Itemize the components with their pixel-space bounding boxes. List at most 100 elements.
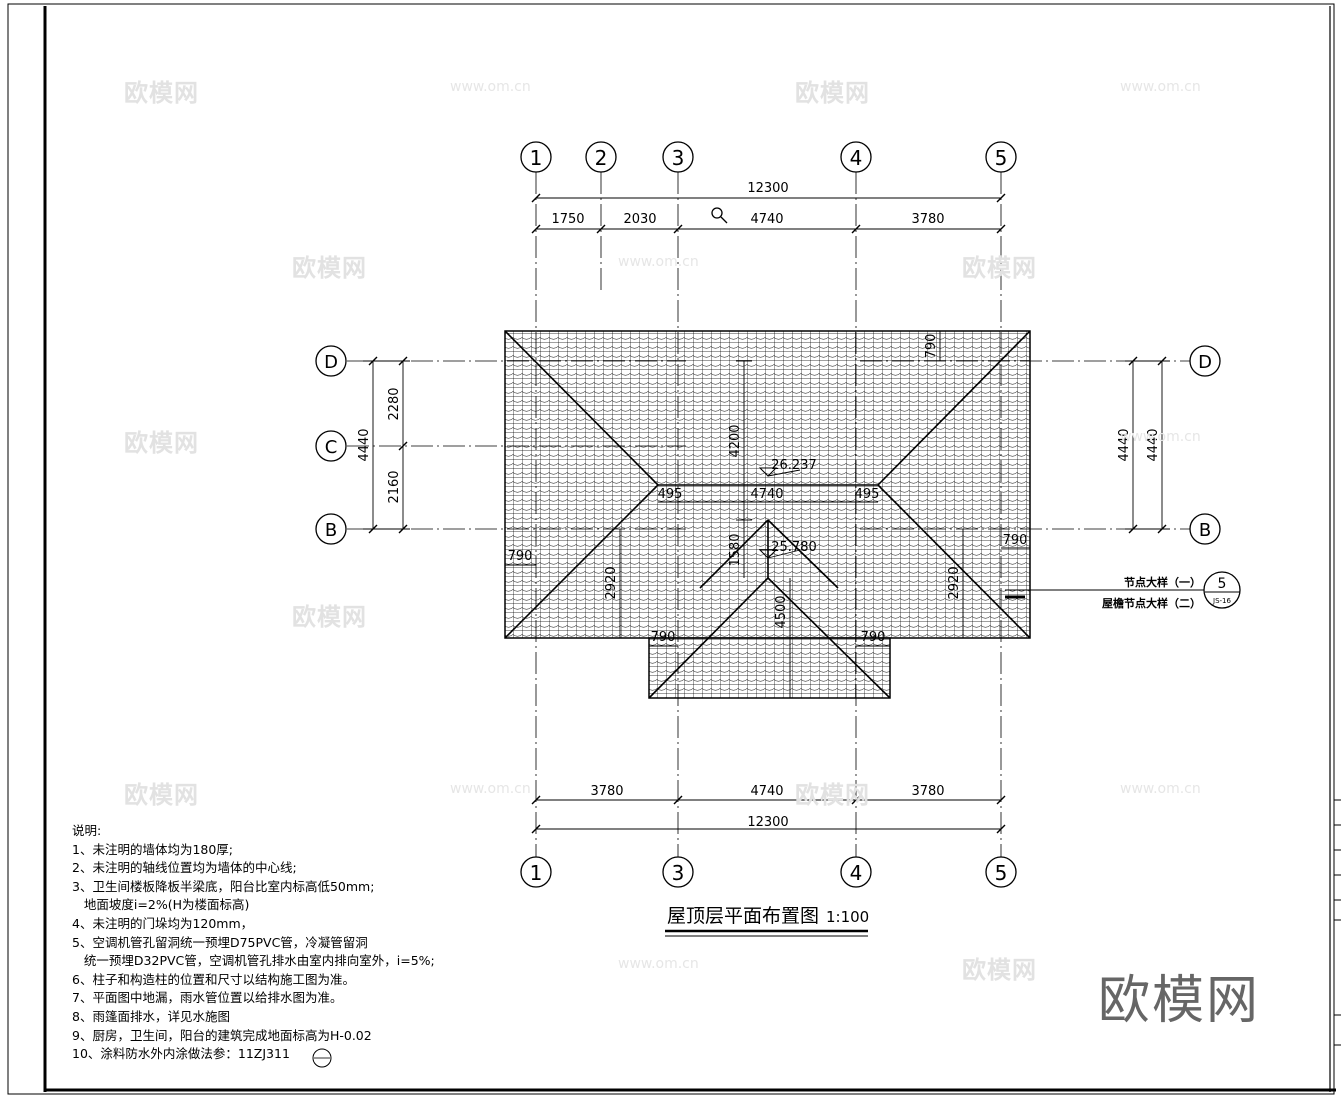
axis-label-bottom-4: 4	[850, 861, 863, 885]
axis-bubble-top-2	[585, 141, 617, 173]
dim-overhang-front-right: 790	[861, 630, 886, 645]
hip-lines	[504, 330, 1031, 699]
brand-watermark: 欧模网	[1098, 971, 1261, 1031]
axis-label-top-3: 3	[672, 146, 685, 170]
dim-roof-4500: 4500	[774, 595, 789, 628]
axis-label-right-B: B	[1199, 520, 1211, 541]
watermark-logo: 欧模网	[795, 79, 870, 107]
note-item: 9、厨房，卫生间，阳台的建筑完成地面标高为H-0.02	[72, 1027, 372, 1043]
dim-right-outer: 4440	[1117, 428, 1132, 461]
axis-label-top-2: 2	[595, 146, 608, 170]
dim-roof-495-right: 495	[855, 487, 880, 502]
dim-left-seg-2: 2160	[387, 470, 402, 503]
dim-overhang-top: 790	[924, 334, 939, 359]
axis-label-left-B: B	[325, 520, 337, 541]
watermark-logo: 欧模网	[292, 254, 367, 282]
dim-top-seg-2: 2030	[623, 212, 656, 227]
drawing-scale: 1:100	[826, 908, 869, 926]
axis-label-bottom-5: 5	[995, 861, 1008, 885]
dim-bottom-seg-2: 4740	[750, 784, 783, 799]
dim-top-total: 12300	[747, 181, 788, 196]
axis-bubble-bottom-4	[840, 856, 872, 888]
note-item: 地面坡度i=2%(H为楼面标高)	[72, 897, 250, 913]
axis-bubble-bottom-3	[662, 856, 694, 888]
notes-heading: 说明:	[72, 823, 102, 838]
watermark-logo: 欧模网	[795, 781, 870, 809]
dim-bottom-total: 12300	[747, 815, 788, 830]
note-item: 1、未注明的墙体均为180厚;	[72, 841, 234, 857]
dim-roof-4200: 4200	[728, 424, 743, 457]
note-item: 5、空调机管孔留洞统一预埋D75PVC管，冷凝管留洞	[72, 934, 368, 950]
axis-label-top-1: 1	[530, 146, 543, 170]
dimension-lines	[363, 197, 1170, 830]
watermark-logo: 欧模网	[124, 781, 199, 809]
dim-overhang-left: 790	[508, 549, 533, 564]
axis-label-top-5: 5	[995, 146, 1008, 170]
note-item: 10、涂料防水外内涂做法参：11ZJ311	[72, 1046, 290, 1062]
watermark-logo: 欧模网	[962, 956, 1037, 984]
dim-overhang-right: 790	[1003, 533, 1028, 548]
detail-callout-line2: 屋檐节点大样（二）	[1102, 596, 1201, 610]
magnifier-icon	[711, 207, 728, 224]
roof-plan	[504, 330, 1031, 699]
drawing-title: 屋顶层平面布置图	[667, 905, 819, 927]
watermark-url: www.om.cn	[450, 781, 531, 797]
dim-roof-2920-right: 2920	[947, 566, 962, 599]
note-item: 4、未注明的门垛均为120mm，	[72, 915, 254, 931]
elevation-markers	[758, 467, 778, 559]
watermark-url: www.om.cn	[1120, 79, 1201, 95]
note-item: 8、雨篷面排水，详见水施图	[72, 1008, 230, 1024]
dim-top-seg-4: 3780	[911, 212, 944, 227]
axis-bubble-left-D	[315, 345, 347, 377]
axis-bubbles	[315, 141, 1221, 888]
watermark-logo: 欧模网	[962, 254, 1037, 282]
axis-label-top-4: 4	[850, 146, 863, 170]
dim-bottom-seg-3: 3780	[911, 784, 944, 799]
watermark-logo: 欧模网	[124, 79, 199, 107]
axis-label-right-D: D	[1198, 352, 1212, 373]
axis-bubble-top-4	[840, 141, 872, 173]
axis-bubble-top-1	[520, 141, 552, 173]
axis-label-bottom-1: 1	[530, 861, 543, 885]
note-item: 统一预埋D32PVC管，空调机管孔排水由室内排向室外，i=5%;	[72, 953, 435, 969]
axis-bubble-top-5	[985, 141, 1017, 173]
front-roof	[648, 637, 891, 699]
dim-overhang-front-left: 790	[651, 630, 676, 645]
watermark-logo: 欧模网	[292, 603, 367, 631]
axis-bubble-left-C	[315, 430, 347, 462]
axis-label-bottom-3: 3	[672, 861, 685, 885]
dim-roof-1580: 1580	[728, 533, 743, 566]
watermark-url: www.om.cn	[1120, 429, 1201, 445]
dim-roof-495-left: 495	[658, 487, 683, 502]
axis-bubble-left-B	[315, 513, 347, 545]
dim-roof-4740: 4740	[750, 487, 783, 502]
elevation-ridge-front: 25.780	[771, 540, 817, 555]
sheet-frame	[7, 3, 1341, 1095]
dim-top-seg-1: 1750	[551, 212, 584, 227]
dim-top-seg-3: 4740	[750, 212, 783, 227]
dim-right-inner: 4440	[1146, 428, 1161, 461]
detail-callout-sheet: JS-16	[1212, 597, 1231, 605]
axis-label-left-D: D	[324, 352, 338, 373]
axis-bubble-bottom-1	[520, 856, 552, 888]
axis-bubble-right-B	[1189, 513, 1221, 545]
axis-bubble-bottom-5	[985, 856, 1017, 888]
dim-bottom-seg-1: 3780	[590, 784, 623, 799]
watermark-logo: 欧模网	[124, 429, 199, 457]
dimension-ticks	[368, 193, 1167, 834]
general-notes: 说明: 1、未注明的墙体均为180厚; 2、未注明的轴线位置均为墙体的中心线; …	[72, 822, 435, 1064]
axis-bubble-right-D	[1189, 345, 1221, 377]
detail-callout-number: 5	[1218, 576, 1227, 592]
watermark-url: www.om.cn	[1120, 781, 1201, 797]
note-item: 3、卫生间楼板降板半梁底，阳台比室内标高低50mm;	[72, 878, 375, 894]
elevation-ridge-main: 26.237	[771, 458, 817, 473]
watermark-url: www.om.cn	[618, 254, 699, 270]
note-item: 2、未注明的轴线位置均为墙体的中心线;	[72, 860, 297, 876]
detail-callout-line1: 节点大样（一）	[1124, 575, 1201, 589]
note-item: 7、平面图中地漏，雨水管位置以给排水图为准。	[72, 990, 343, 1006]
watermark-url: www.om.cn	[618, 956, 699, 972]
axis-bubble-top-3	[662, 141, 694, 173]
dim-roof-2920-left: 2920	[604, 566, 619, 599]
detail-callout-circle	[1203, 571, 1241, 609]
